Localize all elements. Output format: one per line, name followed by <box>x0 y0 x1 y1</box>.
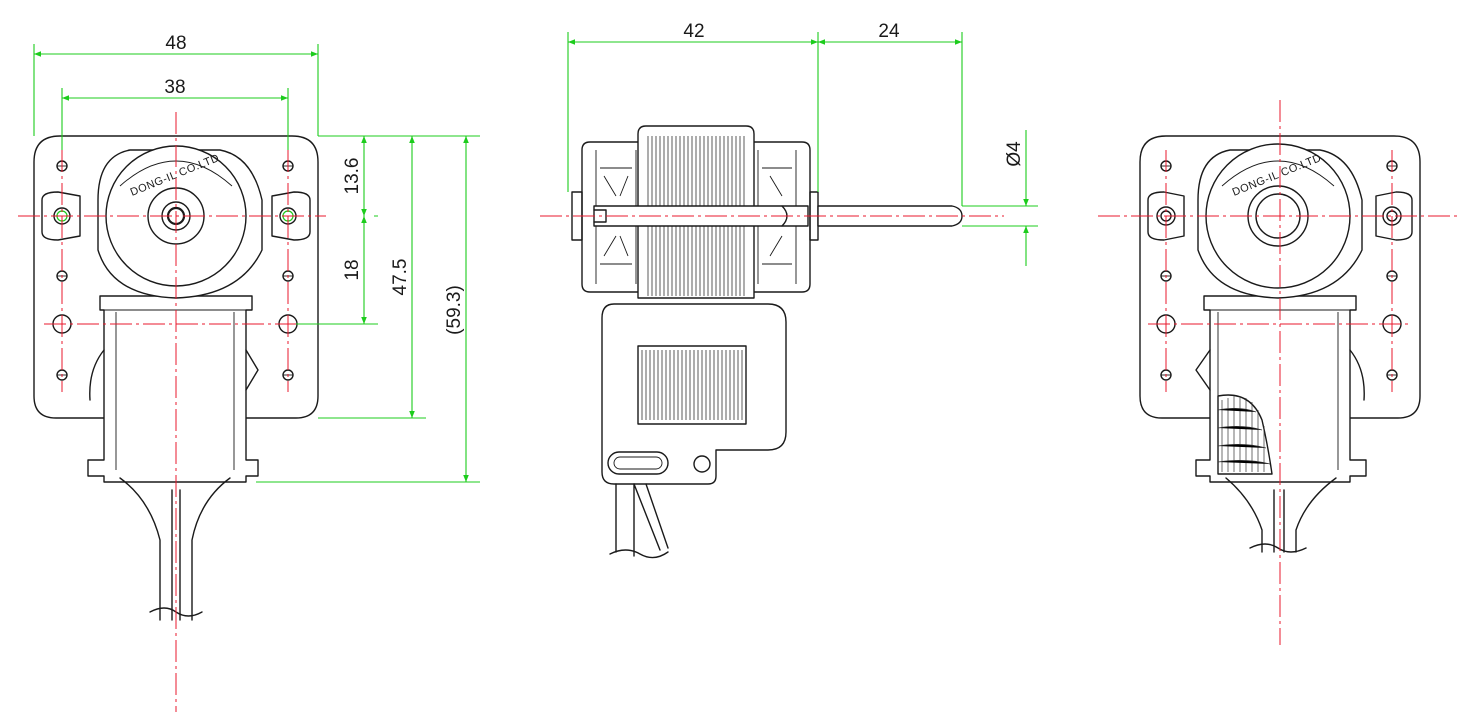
rear-lead-wires <box>1225 477 1337 553</box>
dim-body-length: 42 <box>683 21 704 42</box>
dim-shaft-to-hole: 18 <box>342 259 363 280</box>
front-dimensions: 48 38 13.6 18 47.5 (59.3) <box>33 33 480 483</box>
dim-shaft-length: 24 <box>878 21 900 42</box>
rear-view: DONG-IL CO.LTD <box>1098 100 1460 645</box>
rear-winding-section <box>1217 394 1273 475</box>
side-view <box>540 125 1004 559</box>
dim-top-to-shaft: 13.6 <box>342 158 363 195</box>
dim-shaft-diameter: Ø4 <box>1004 141 1025 167</box>
side-coil-windings <box>641 350 743 420</box>
dim-overall-width: 48 <box>165 33 186 54</box>
dim-overall-height: (59.3) <box>444 285 465 335</box>
front-view: DONG-IL CO.LTD <box>18 112 326 712</box>
side-dimensions: 42 24 Ø4 <box>567 21 1038 266</box>
front-lead-wires <box>119 477 231 621</box>
dim-plate-height: 47.5 <box>390 259 411 296</box>
front-coil-bracket <box>87 295 259 483</box>
dim-hole-spacing: 38 <box>164 77 185 98</box>
